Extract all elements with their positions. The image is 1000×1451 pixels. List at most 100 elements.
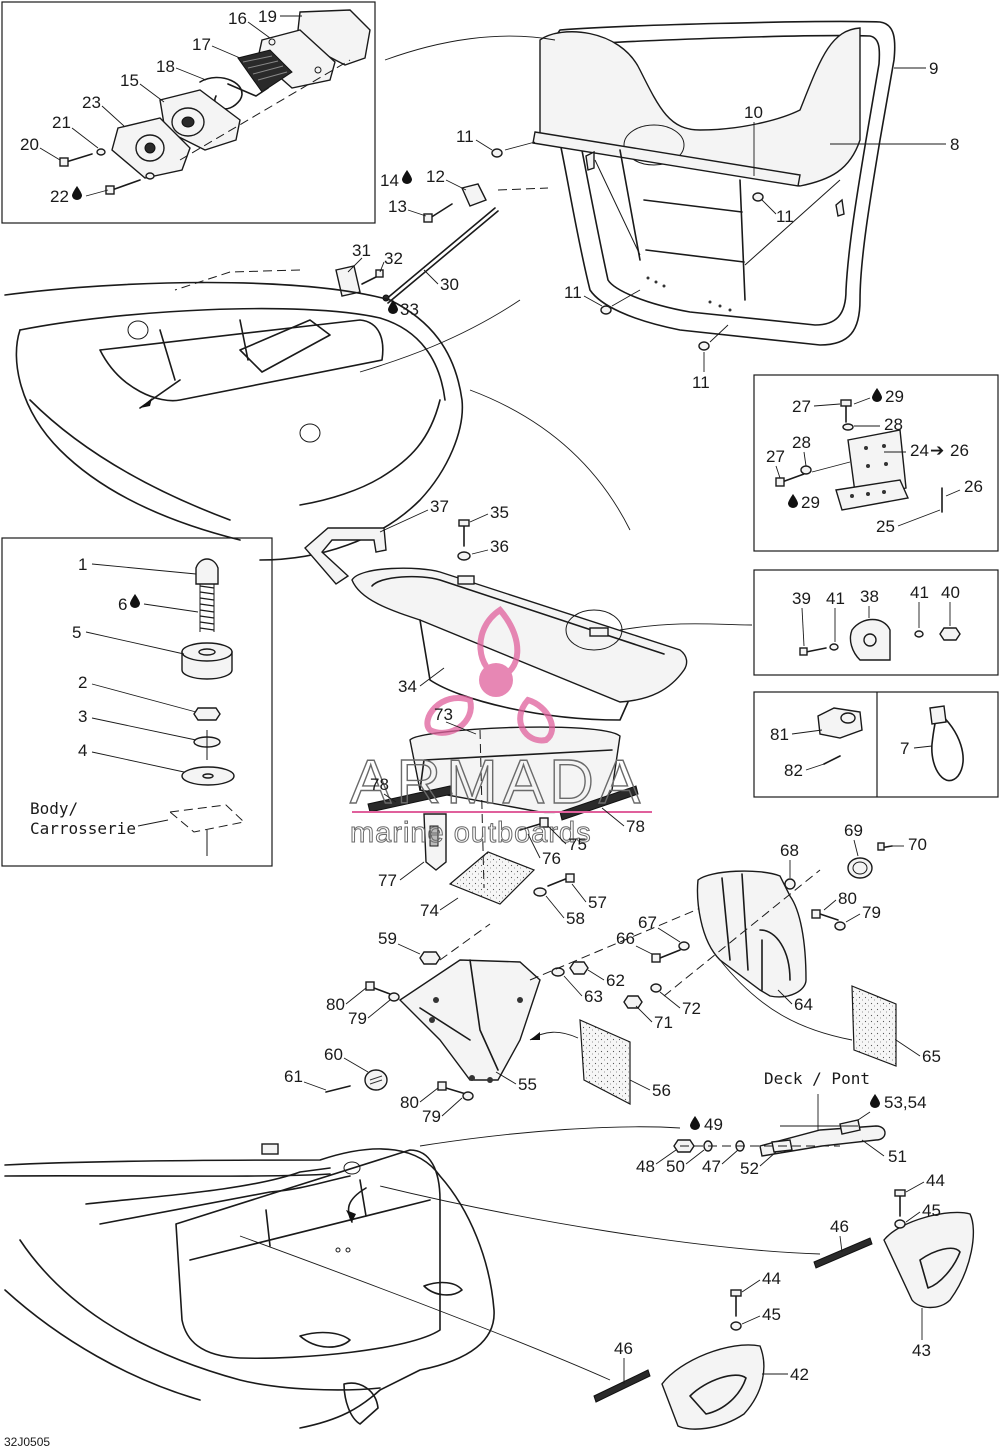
lever-assembly-drawing xyxy=(59,9,371,195)
part-13-screw xyxy=(423,203,453,223)
callout-62: 62 xyxy=(606,971,625,990)
callout-41-b: 41 xyxy=(910,583,929,602)
oil-drop-icon-29-a xyxy=(872,388,882,402)
callout-32: 32 xyxy=(384,249,403,268)
callout-4: 4 xyxy=(78,741,87,760)
callout-63: 63 xyxy=(584,987,603,1006)
callout-27-b: 27 xyxy=(766,447,785,466)
callout-53-54: 53,54 xyxy=(884,1093,927,1112)
callout-10: 10 xyxy=(744,103,763,122)
callout-36: 36 xyxy=(490,537,509,556)
part-79-washer-b xyxy=(462,1091,474,1101)
callout-71: 71 xyxy=(654,1013,673,1032)
part-76-screw xyxy=(519,817,549,831)
part-79-washer-a xyxy=(388,992,400,1002)
callout-79-b: 79 xyxy=(422,1107,441,1126)
part-80-screw-c xyxy=(811,909,839,921)
callout-70: 70 xyxy=(908,835,927,854)
callout-1: 1 xyxy=(78,555,87,574)
callout-51: 51 xyxy=(888,1147,907,1166)
callout-78-a: 78 xyxy=(370,775,389,794)
part-11-grommets xyxy=(491,148,764,351)
part-44-screw-right xyxy=(894,1189,906,1217)
callout-34: 34 xyxy=(398,677,417,696)
callout-12: 12 xyxy=(426,167,445,186)
part-66-screw xyxy=(651,949,681,963)
part-9-frame xyxy=(549,20,896,346)
callout-46-b: 46 xyxy=(614,1339,633,1358)
part-32-screw xyxy=(361,269,384,285)
part-60-grommet xyxy=(364,1069,388,1091)
callout-76: 76 xyxy=(542,849,561,868)
linkage-drawing xyxy=(673,1094,886,1157)
callout-2: 2 xyxy=(78,673,87,692)
part-43-handle xyxy=(883,1211,975,1309)
callout-40: 40 xyxy=(941,583,960,602)
callout-16: 16 xyxy=(228,9,247,28)
callout-69: 69 xyxy=(844,821,863,840)
center-bracket-drawing xyxy=(325,873,711,1105)
callout-55: 55 xyxy=(518,1075,537,1094)
callout-64: 64 xyxy=(794,995,813,1014)
callout-15: 15 xyxy=(120,71,139,90)
callout-45-b: 45 xyxy=(762,1305,781,1324)
part-20-screw xyxy=(59,148,106,167)
callout-26: 26 xyxy=(964,477,983,496)
callout-38: 38 xyxy=(860,587,879,606)
callout-9: 9 xyxy=(929,59,938,78)
hull-upper-drawing xyxy=(4,35,631,561)
part-31-bracket xyxy=(335,265,361,297)
part-34-bin xyxy=(351,567,688,703)
callout-46-a: 46 xyxy=(830,1217,849,1236)
part-41-washer-left xyxy=(829,643,839,651)
callout-21: 21 xyxy=(52,113,71,132)
part-45-washer-right xyxy=(894,1219,906,1229)
handles-drawing xyxy=(593,1189,975,1430)
part-40-nut xyxy=(939,627,961,641)
part-12-bracket xyxy=(461,183,487,207)
callout-48: 48 xyxy=(636,1157,655,1176)
callout-80-b: 80 xyxy=(400,1093,419,1112)
part-30-cable xyxy=(384,207,496,301)
callout-23: 23 xyxy=(82,93,101,112)
part-27-screw-bottom xyxy=(775,473,805,487)
deck-note: Deck / Pont xyxy=(764,1069,870,1088)
part-2-nut xyxy=(193,707,221,721)
callout-66: 66 xyxy=(616,929,635,948)
callout-50: 50 xyxy=(666,1157,685,1176)
callout-33: 33 xyxy=(400,300,419,319)
part-58-washer xyxy=(533,887,547,897)
callout-17: 17 xyxy=(192,35,211,54)
callout-11-a: 11 xyxy=(456,127,474,146)
part-78-seal-left xyxy=(367,785,453,813)
bumper-drawing xyxy=(168,558,246,856)
callout-28-a: 28 xyxy=(884,415,903,434)
part-27-screw-top xyxy=(840,399,852,423)
oil-drop-icon-53-54 xyxy=(870,1094,880,1108)
callout-43: 43 xyxy=(912,1341,931,1360)
part-35-screw xyxy=(458,519,470,547)
part-36-washer xyxy=(457,551,471,561)
callout-44-a: 44 xyxy=(926,1171,945,1190)
callout-5: 5 xyxy=(72,623,81,642)
inset-bumper-assembly xyxy=(1,537,273,867)
callout-59: 59 xyxy=(378,929,397,948)
callout-7: 7 xyxy=(900,739,909,758)
part-46-strip-left xyxy=(593,1369,651,1403)
part-41-washer-right xyxy=(914,630,924,638)
callout-72: 72 xyxy=(682,999,701,1018)
armada-watermark: ARMADA marine outboards xyxy=(349,606,652,850)
backrest-drawing xyxy=(491,20,896,351)
oil-drop-icon-29-b xyxy=(788,494,798,508)
oil-drop-icon-22 xyxy=(72,186,82,200)
storage-bin-drawing xyxy=(304,519,753,721)
callout-77: 77 xyxy=(378,871,397,890)
callout-82: 82 xyxy=(784,761,803,780)
watermark-brand: ARMADA xyxy=(350,748,645,817)
callout-18: 18 xyxy=(156,57,175,76)
part-callouts: 16 19 17 18 15 23 21 20 22 9 8 10 11 11 … xyxy=(4,7,983,1449)
part-57-screw xyxy=(547,873,575,887)
part-80-screw-a xyxy=(365,981,391,995)
part-53-end xyxy=(839,1119,861,1135)
